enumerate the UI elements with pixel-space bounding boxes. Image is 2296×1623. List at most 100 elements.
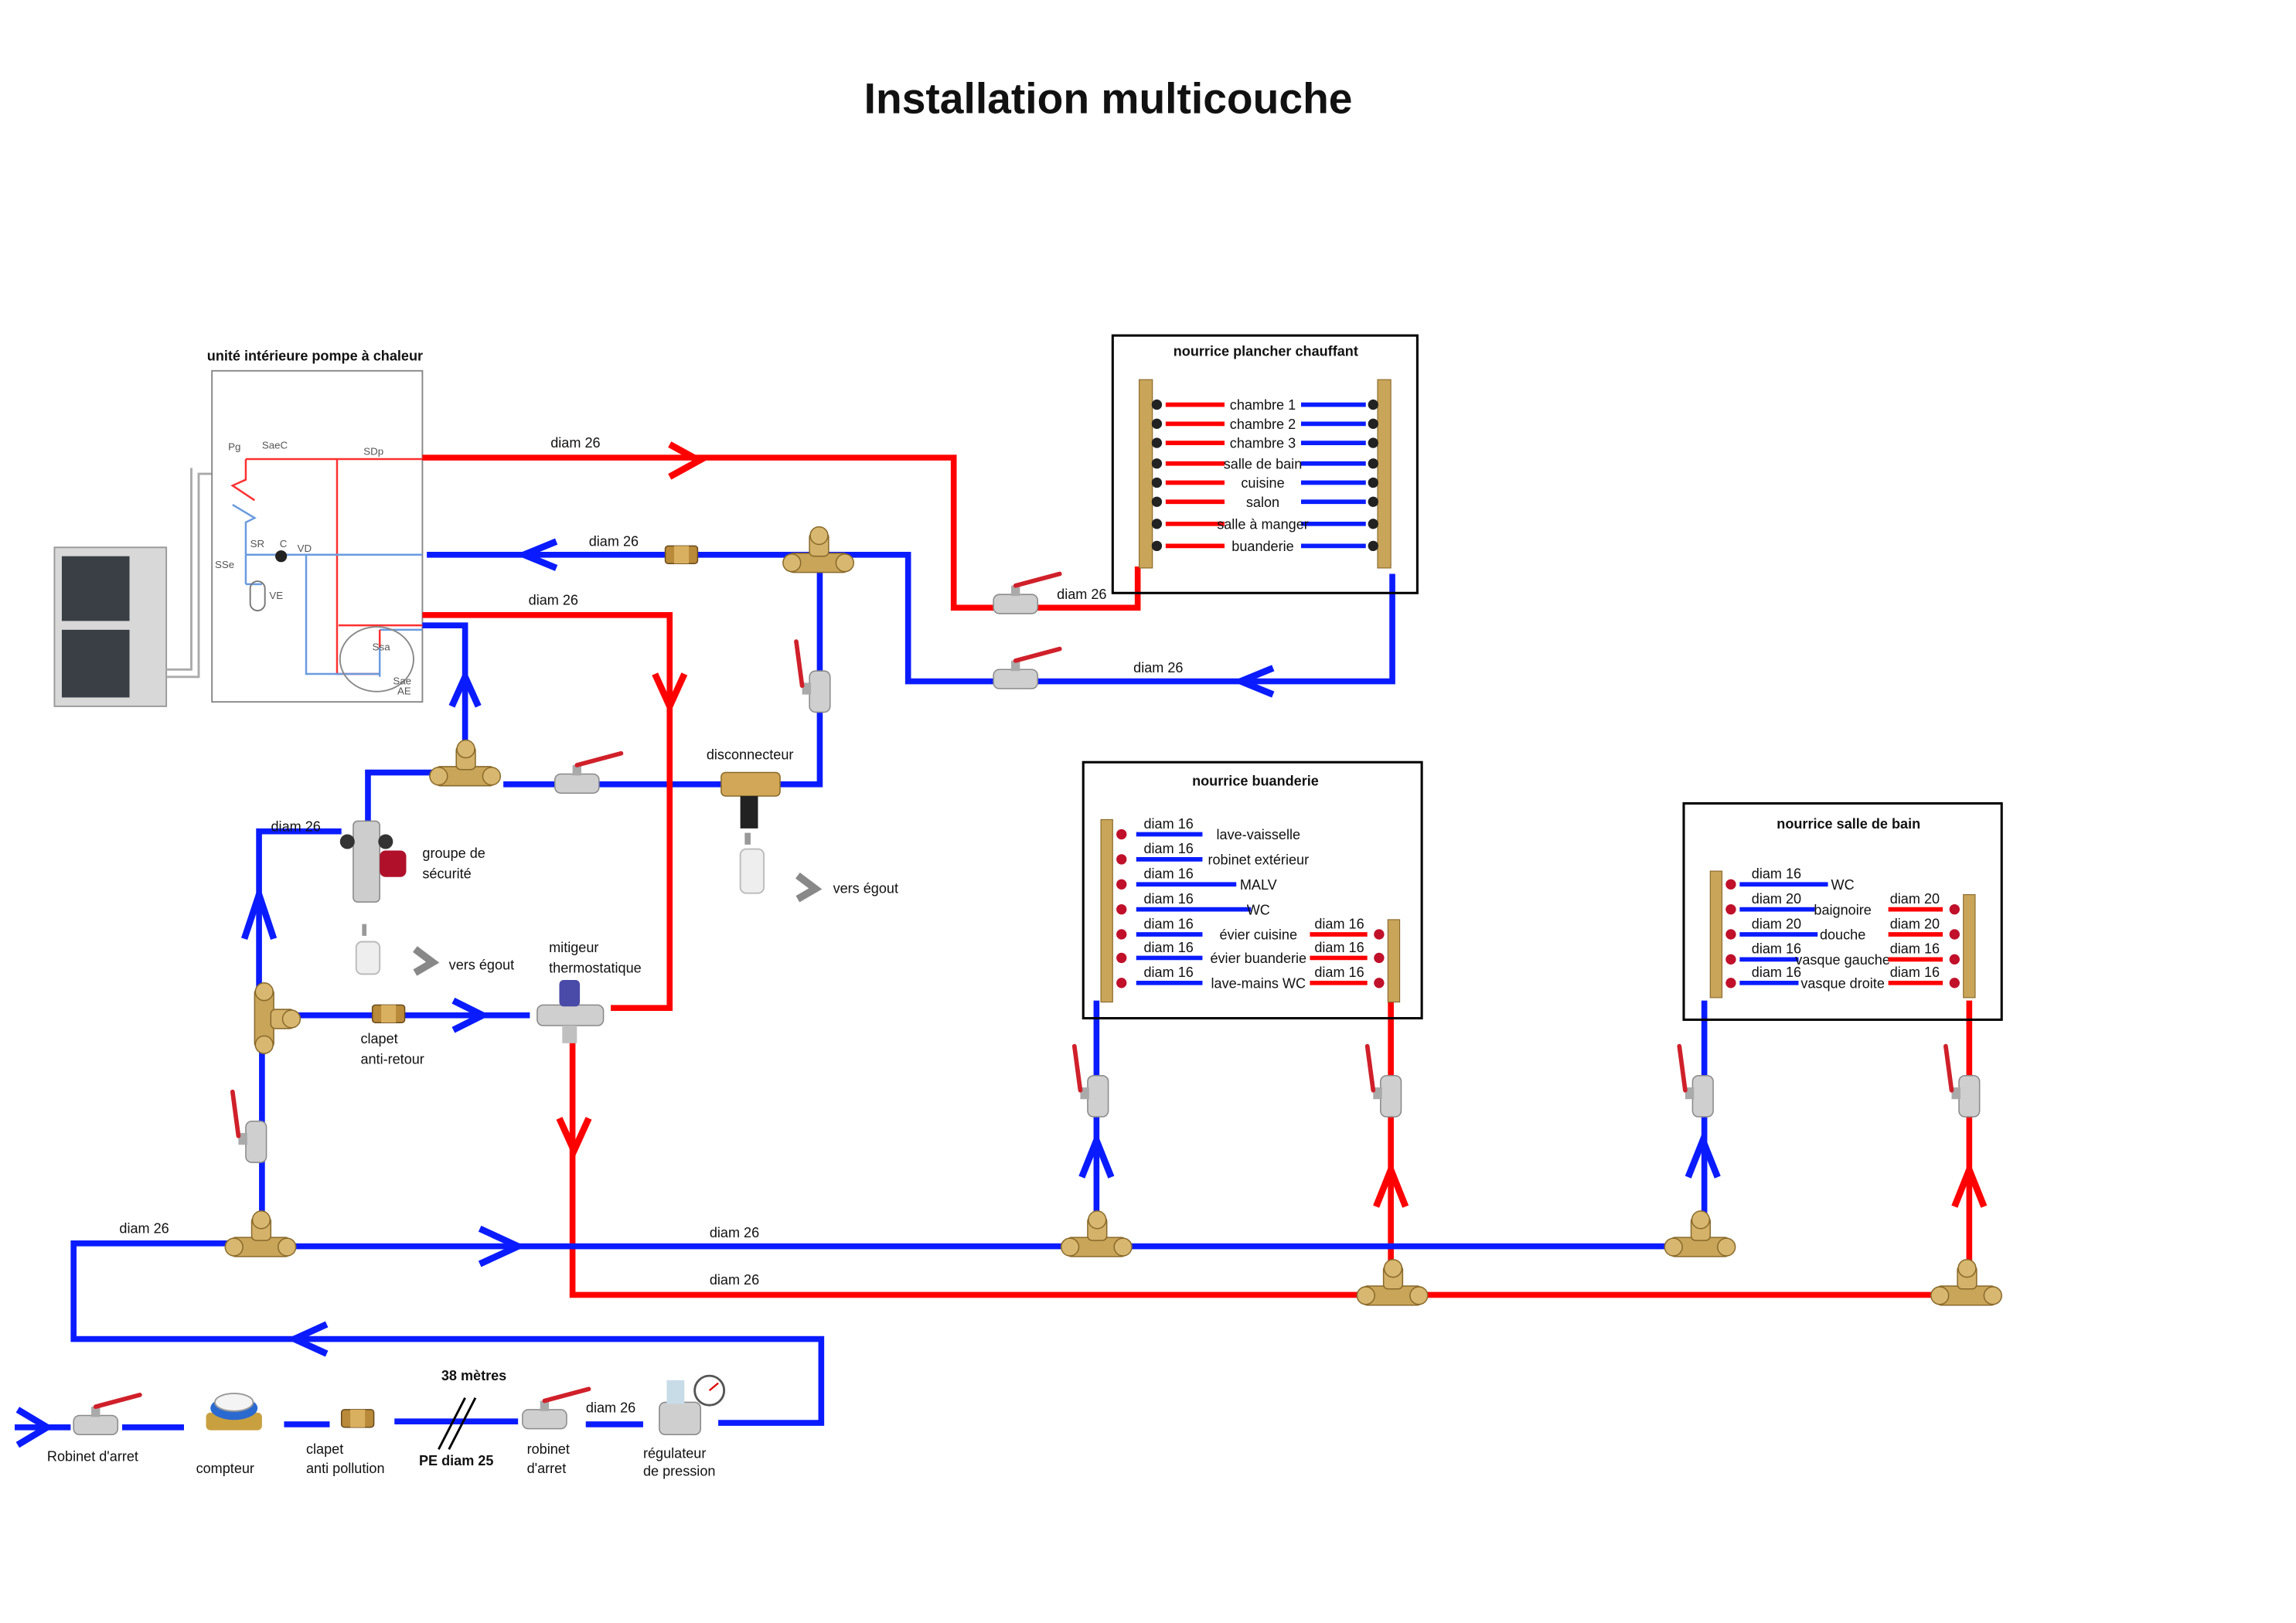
manifold-valve-icon[interactable]	[1151, 477, 1163, 488]
manifold-valve-icon[interactable]	[1368, 496, 1378, 507]
manifold-valve-icon[interactable]	[1151, 496, 1163, 507]
manifold-valve-icon[interactable]	[1368, 437, 1378, 448]
diameter-label: diam 20	[1752, 916, 1801, 931]
heat-pump-indoor-unit: Pg SaeC SDp SR C VD SSe VE Ssa Sae AE	[211, 369, 424, 703]
outlet-label: baignoire	[1814, 902, 1871, 917]
ball-valve-icon[interactable]	[523, 1389, 589, 1428]
disconnector-icon	[720, 771, 823, 903]
manifold-valve-icon[interactable]	[1725, 954, 1736, 965]
label-ve: VE	[269, 590, 283, 601]
manifold-valve-icon[interactable]	[1725, 903, 1736, 915]
outlet-label: robinet extérieur	[1208, 852, 1309, 868]
ball-valve-icon[interactable]	[1946, 1046, 1980, 1117]
safety-group-label: groupe de	[422, 846, 485, 861]
pipe-diameter-label: diam 26	[710, 1272, 759, 1288]
ball-valve-icon[interactable]	[1679, 1046, 1713, 1117]
manifold-valve-icon[interactable]	[1374, 929, 1385, 940]
pipe-diameter-label: diam 26	[529, 593, 578, 608]
manifold-valve-icon[interactable]	[1151, 399, 1163, 410]
label-ssa: Ssa	[373, 641, 391, 653]
manifold-valve-icon[interactable]	[1116, 879, 1127, 890]
diameter-label: diam 16	[1752, 965, 1801, 980]
manifold-valve-icon[interactable]	[1116, 978, 1127, 988]
manifold-valve-icon[interactable]	[1374, 978, 1385, 988]
ball-valve-icon[interactable]	[1368, 1046, 1402, 1117]
manifold-valve-icon[interactable]	[1116, 829, 1127, 840]
outlet-label: évier cuisine	[1220, 927, 1297, 943]
arrow-down-icon	[556, 1117, 592, 1159]
ball-valve-icon[interactable]	[1075, 1046, 1109, 1117]
circuit-label: chambre 2	[1230, 417, 1296, 432]
pipe-diameter-label: diam 26	[1133, 660, 1183, 675]
diameter-label: diam 16	[1890, 941, 1940, 957]
pipe-break-icon	[438, 1397, 477, 1450]
manifold-valve-icon[interactable]	[1151, 437, 1163, 448]
manifold-valve-icon[interactable]	[1725, 929, 1736, 940]
manifold-valve-icon[interactable]	[1368, 399, 1378, 410]
manifold-valve-icon[interactable]	[1151, 418, 1163, 429]
pipe-diameter-label: diam 26	[271, 819, 321, 835]
manifold-valve-icon[interactable]	[1116, 929, 1127, 940]
manifold-valve-icon[interactable]	[1725, 879, 1736, 890]
manifold-valve-icon[interactable]	[1368, 418, 1378, 429]
manifold-valve-icon[interactable]	[1151, 540, 1163, 552]
pipe-diameter-label: diam 26	[589, 533, 639, 549]
regulator-label: régulateur	[643, 1446, 706, 1461]
manifold-valve-icon[interactable]	[1116, 903, 1127, 915]
tee-fitting-icon	[782, 526, 854, 573]
manifold-title: nourrice plancher chauffant	[1174, 344, 1358, 359]
manifold-valve-icon[interactable]	[1949, 954, 1960, 965]
arrow-left-icon	[515, 538, 558, 571]
stop-valve-label: robinet	[527, 1441, 570, 1457]
tee-fitting-icon	[1664, 1210, 1736, 1257]
manifold-valve-icon[interactable]	[1151, 458, 1163, 469]
drain-label: vers égout	[449, 958, 514, 973]
tee-fitting-icon	[1930, 1258, 2002, 1306]
manifold-valve-icon[interactable]	[1116, 854, 1127, 865]
outlet-label: douche	[1820, 927, 1865, 943]
arrow-up-icon	[1951, 1161, 1988, 1208]
manifold-valve-icon[interactable]	[1368, 477, 1378, 488]
pipe-labels: diam 26 diam 26 diam 26 diam 26 diam 26 …	[119, 435, 1183, 1416]
manifold-valve-icon[interactable]	[1374, 952, 1385, 964]
heat-pump-label: unité intérieure pompe à chaleur	[207, 348, 423, 363]
check-valve-label: clapet	[360, 1031, 397, 1046]
circuit-label: salle à manger	[1217, 516, 1309, 532]
ball-valve-icon[interactable]	[796, 641, 830, 712]
label-sse: SSe	[215, 559, 234, 570]
manifold-valve-icon[interactable]	[1949, 978, 1960, 988]
circuit-label: chambre 1	[1230, 397, 1296, 413]
manifold-title: nourrice salle de bain	[1777, 816, 1920, 832]
arrow-right-icon	[478, 1225, 526, 1267]
diameter-label: diam 16	[1143, 841, 1193, 856]
diameter-label: diam 16	[1143, 916, 1193, 931]
safety-group-label: sécurité	[422, 866, 471, 882]
pe-pipe-label: PE diam 25	[419, 1453, 493, 1468]
manifold-valve-icon[interactable]	[1368, 458, 1378, 469]
outlet-label: vasque gauche	[1795, 952, 1890, 968]
manifold-valve-icon[interactable]	[1725, 978, 1736, 988]
manifold-valve-icon[interactable]	[1151, 519, 1163, 529]
manifold-laundry: nourrice buanderie diam 16lave-vaisselle…	[1082, 760, 1423, 1020]
pipe-diameter-label: diam 26	[119, 1220, 169, 1236]
manifold-valve-icon[interactable]	[1949, 903, 1960, 915]
manifold-valve-icon[interactable]	[1949, 929, 1960, 940]
diameter-label: diam 20	[1890, 916, 1940, 931]
meter-label: compteur	[196, 1461, 254, 1476]
arrow-left-icon	[286, 1321, 329, 1357]
outlet-label: WC	[1831, 877, 1855, 893]
manifold-valve-icon[interactable]	[1116, 952, 1127, 964]
diameter-label: diam 16	[1143, 940, 1193, 955]
arrow-right-icon	[668, 441, 707, 480]
label-saec: SaeC	[262, 440, 288, 451]
stop-valve-label: d'arret	[527, 1461, 567, 1476]
pipe-diameter-label: diam 26	[1057, 587, 1106, 602]
label-sae: Sae	[393, 675, 411, 686]
manifold-valve-icon[interactable]	[1368, 519, 1378, 529]
manifold-valve-icon[interactable]	[1368, 540, 1378, 552]
diameter-label: diam 20	[1890, 891, 1940, 907]
circuit-label: chambre 3	[1230, 436, 1296, 451]
pipes	[15, 454, 1973, 1431]
mixer-label: mitigeur	[549, 940, 598, 955]
